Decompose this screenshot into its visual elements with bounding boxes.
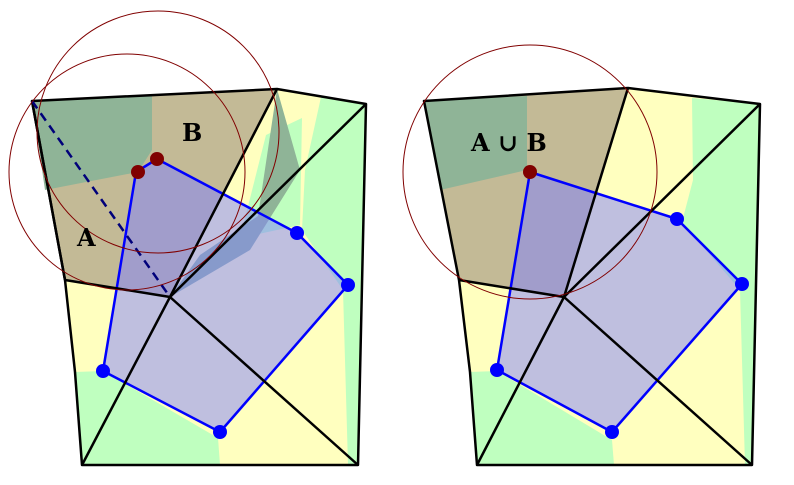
left-circle-b — [36, 10, 280, 254]
right-outer-boundary — [422, 86, 762, 467]
right-blue-vertex — [670, 212, 684, 226]
left-dashed-diagonal — [30, 100, 172, 298]
left-red-vertex — [150, 152, 164, 166]
left-outer-boundary — [30, 87, 368, 467]
left-red-vertex — [131, 165, 145, 179]
left-blue-vertex — [96, 364, 110, 378]
left-blue-vertex — [290, 226, 304, 240]
right-green-region-bottom — [470, 371, 614, 465]
label-a-union-b: A ∪ B — [470, 128, 547, 157]
left-green-region-bottom — [75, 371, 220, 465]
right-edge-center-to-bottom-right — [563, 296, 753, 466]
left-edge-center-to-bottom-right — [169, 296, 359, 466]
left-vertices — [96, 152, 355, 439]
left-edge-center-to-bottom-left — [80, 296, 172, 466]
right-vertices — [490, 165, 749, 439]
right-edges — [422, 86, 762, 467]
left-cell-dark-green — [32, 96, 152, 190]
right-edge-top-to-center — [562, 87, 630, 298]
left-circles — [8, 10, 280, 291]
left-blue-vertex — [341, 278, 355, 292]
right-edge-center-to-bottom-left — [475, 296, 566, 466]
label-a: A — [76, 223, 96, 252]
left-green-region-right — [302, 97, 366, 465]
right-blue-vertex — [735, 277, 749, 291]
left-panel: A B — [8, 10, 368, 467]
left-edge-center-to-left — [64, 278, 171, 299]
left-edges — [30, 87, 368, 467]
left-edge-right-to-center — [169, 103, 367, 298]
right-circle-union — [402, 44, 658, 300]
right-edge-right-to-center — [563, 103, 761, 298]
left-circle-a — [8, 53, 246, 291]
right-blue-vertex — [605, 425, 619, 439]
right-panel: A ∪ B — [402, 44, 762, 467]
left-edge-top-to-center — [168, 88, 279, 298]
label-b: B — [182, 118, 202, 147]
right-cell-dark-green — [424, 96, 527, 190]
right-edge-center-to-left — [458, 278, 565, 299]
right-green-region-right — [682, 98, 760, 465]
right-blue-vertex — [490, 363, 504, 377]
right-red-vertex — [523, 165, 537, 179]
left-blue-vertex — [213, 425, 227, 439]
